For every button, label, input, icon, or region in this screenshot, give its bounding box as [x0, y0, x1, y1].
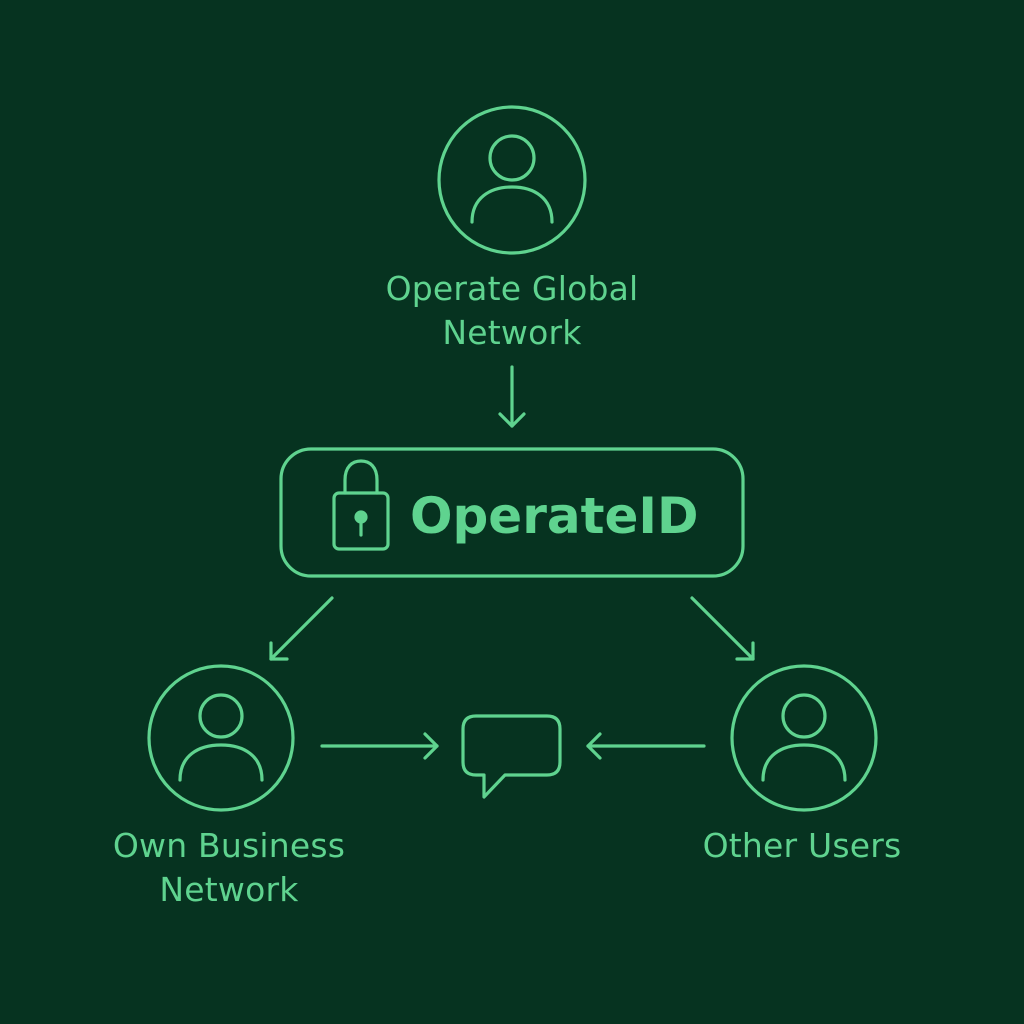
- person-icon: [178, 693, 264, 782]
- chat-bubble-icon: [461, 714, 562, 799]
- top-node-label: Operate Global Network: [362, 267, 662, 355]
- arrow-hub-to-left: [269, 596, 334, 661]
- top-node-label-line-2: Network: [442, 313, 582, 352]
- left-node: [147, 664, 295, 812]
- hub-title: OperateID: [410, 487, 699, 545]
- top-node-circle: [437, 105, 587, 255]
- arrow-hub-to-right: [690, 596, 755, 661]
- right-node-circle: [730, 664, 878, 812]
- hub-box: [279, 447, 745, 578]
- arrow-right-to-center: [586, 732, 706, 760]
- left-node-circle: [147, 664, 295, 812]
- person-icon: [761, 693, 847, 782]
- top-node: [437, 105, 587, 255]
- arrow-top-to-hub: [498, 365, 526, 428]
- right-node-label-line-1: Other Users: [702, 826, 902, 865]
- left-node-label: Own Business Network: [79, 824, 379, 912]
- lock-icon: [332, 459, 390, 551]
- hub-node: [279, 447, 745, 578]
- right-node: [730, 664, 878, 812]
- left-node-label-line-2: Network: [159, 870, 299, 909]
- arrow-left-to-center: [320, 732, 439, 760]
- person-icon: [470, 134, 554, 224]
- top-node-label-line-1: Operate Global: [385, 269, 639, 308]
- right-node-label: Other Users: [652, 824, 952, 868]
- left-node-label-line-1: Own Business: [112, 826, 346, 865]
